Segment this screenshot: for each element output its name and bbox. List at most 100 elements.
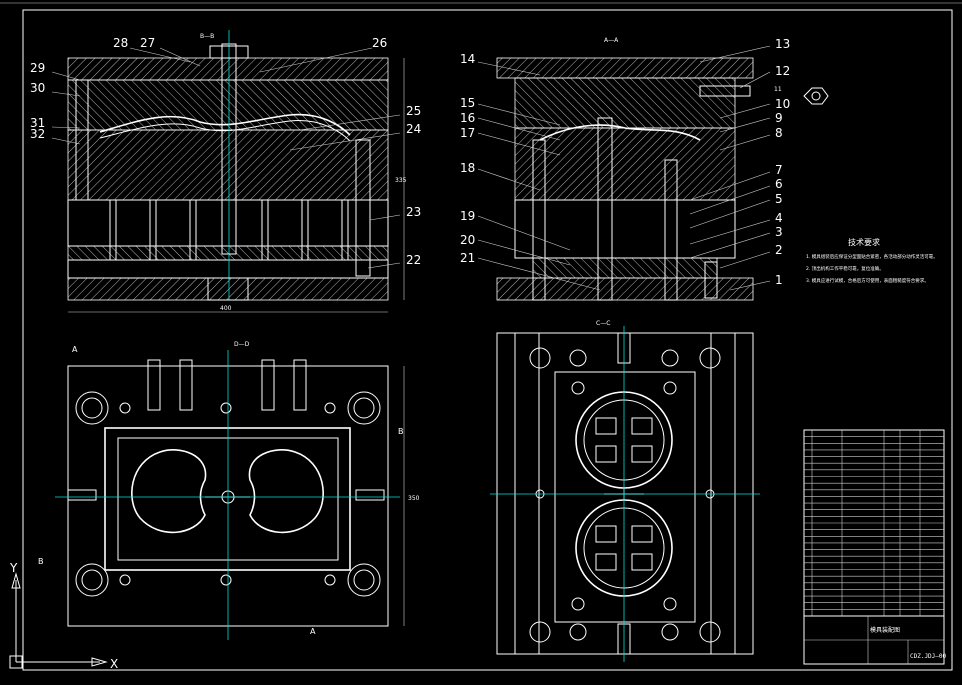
hex-nut-detail [803, 87, 829, 105]
leaders-right [477, 45, 771, 291]
title-block[interactable]: 模具装配图 CDZ.JDJ—00 [803, 429, 947, 665]
support-block-center [207, 277, 249, 301]
guide-bush-tl [75, 391, 109, 425]
part-profile-aa [539, 124, 701, 141]
section-marker-b-right: B [398, 427, 404, 436]
drawing-number: CDZ.JDJ—00 [910, 653, 947, 660]
part-num-22: 22 [406, 253, 421, 267]
dim-width-text: 400 [220, 305, 232, 312]
note-line-1: 1. 模具组装后应保证分型面贴合紧密，各活动部分动作灵活可靠。 [806, 253, 938, 260]
view-label-aa: A—A [604, 37, 619, 44]
part-num-18: 18 [460, 161, 475, 175]
part-num-12: 12 [775, 64, 790, 78]
part-num-5: 5 [775, 192, 783, 206]
guide-bush-bl [75, 563, 109, 597]
part-num-4: 4 [775, 211, 783, 225]
guide-bush-tl-inner [81, 397, 103, 419]
cavity-plate-aa [514, 77, 736, 129]
ejector-plate-aa [532, 257, 718, 279]
drawing-border [22, 9, 953, 671]
guide-pillar-right [355, 139, 371, 277]
part-num-29: 29 [30, 61, 45, 75]
cc-inserts [595, 417, 653, 571]
part-num-21: 21 [460, 251, 475, 265]
cavity-plate [67, 79, 389, 131]
sprue-aa [597, 117, 613, 301]
view-plan-cc[interactable]: C—C [490, 320, 760, 662]
part-num-6: 6 [775, 177, 783, 191]
screw-heads-plan [119, 402, 336, 586]
part-num-31: 31 [30, 116, 45, 130]
part-num-32: 32 [30, 127, 45, 141]
top-clamp-plate [67, 57, 389, 81]
part-num-19: 19 [460, 209, 475, 223]
note-line-3: 3. 模具应进行试模，合格后方可使用，表面粗糙度符合要求。 [806, 277, 929, 284]
section-marker-b-left: B [38, 557, 44, 566]
technical-notes: 技术要求 1. 模具组装后应保证分型面贴合紧密，各活动部分动作灵活可靠。 2. … [806, 237, 938, 284]
ucs-x-label: X [110, 657, 118, 671]
top-plate-aa [496, 57, 754, 79]
view-label-dd: D—D [234, 341, 250, 348]
part-num-30: 30 [30, 81, 45, 95]
part-num-15: 15 [460, 96, 475, 110]
part-num-20: 20 [460, 233, 475, 247]
guide-pin-aa-right [664, 159, 678, 301]
screw-aa [704, 261, 718, 299]
ejector-pins-bb [109, 200, 349, 260]
core-plate [67, 129, 389, 201]
bom-rows [804, 436, 944, 610]
drawing-name: 模具装配图 [870, 626, 900, 634]
bottom-clamp-plate [67, 277, 389, 301]
guide-bush-tr-inner [353, 397, 375, 419]
locating-ring [209, 45, 249, 59]
part-num-23: 23 [406, 205, 421, 219]
cc-guide-holes [529, 347, 721, 643]
guide-pin-aa-left [532, 139, 546, 301]
cavity-left [131, 449, 207, 534]
core-plate-aa [514, 127, 736, 201]
part-num-11: 11 [774, 86, 782, 93]
section-marker-a-bottom: A [310, 627, 316, 636]
guide-pillar-left [75, 79, 89, 201]
part-num-2: 2 [775, 243, 783, 257]
part-num-16: 16 [460, 111, 475, 125]
part-num-10: 10 [775, 97, 790, 111]
cavity-right [248, 449, 324, 534]
guide-bush-br-inner [353, 569, 375, 591]
dim-height-text: 335 [395, 177, 407, 184]
part-num-14: 14 [460, 52, 475, 66]
part-num-24: 24 [406, 122, 421, 136]
cc-right-rail [710, 332, 736, 655]
view-plan-dd[interactable]: D—D 350 [38, 341, 420, 640]
plan-inner-frame [104, 427, 351, 571]
view-label-cc: C—C [596, 320, 610, 327]
cc-core-area [554, 371, 696, 623]
guide-bush-tr [347, 391, 381, 425]
part-num-1: 1 [775, 273, 783, 287]
spacer-region-aa [514, 199, 736, 259]
ejector-retainer [67, 259, 389, 279]
part-num-3: 3 [775, 225, 783, 239]
leaders-left [51, 47, 401, 269]
part-num-17: 17 [460, 126, 475, 140]
part-num-25: 25 [406, 104, 421, 118]
part-num-9: 9 [775, 111, 783, 125]
note-line-2: 2. 顶出机构工作平稳可靠，复位准确。 [806, 265, 884, 272]
notes-title: 技术要求 [848, 237, 880, 247]
ucs-icon: Y X [9, 561, 118, 671]
part-num-28: 28 [113, 36, 128, 50]
part-num-26: 26 [372, 36, 387, 50]
cc-left-rail [514, 332, 540, 655]
view-label-bb: B—B [200, 33, 214, 40]
dim-plan-height-text: 350 [408, 495, 420, 502]
cooling-fitting [699, 85, 751, 97]
part-num-13: 13 [775, 37, 790, 51]
part-num-7: 7 [775, 163, 783, 177]
cooling-nipples [67, 359, 385, 501]
part-num-8: 8 [775, 126, 783, 140]
view-section-aa[interactable]: A—A [460, 37, 790, 301]
view-section-bb[interactable]: B—B 400 335 [30, 30, 421, 313]
guide-bush-bl-inner [81, 569, 103, 591]
part-num-27: 27 [140, 36, 155, 50]
